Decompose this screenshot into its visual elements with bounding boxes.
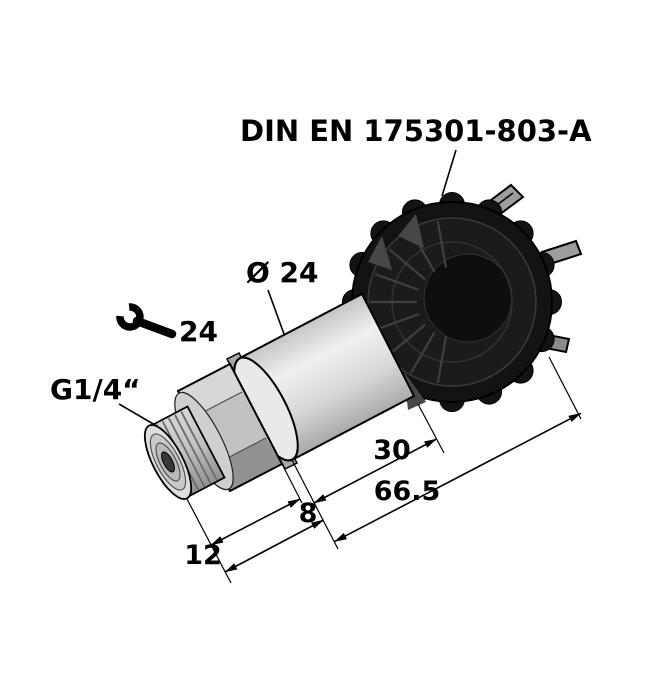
leader-line-thread [118,403,156,426]
witness-hex-back [281,463,303,504]
dim-label-30: 30 [373,435,411,466]
thread-face [143,424,193,500]
body-diameter-label: Ø 24 [246,256,319,289]
connector-head [342,183,583,412]
connector-back-cap [423,253,513,343]
dimension-line-66-5 [334,412,582,543]
spade-terminal-slot [496,192,514,206]
dimension-line-12 [224,519,324,573]
witness-thread-face [186,498,232,584]
thread-size-label: G1/4“ [50,373,141,406]
dimension-lines [210,412,582,573]
dimensions: 30 66.5 8 12 [184,356,582,584]
dim-label-66-5: 66.5 [374,476,441,507]
callouts: DIN EN 175301-803-A Ø 24 24 G1/4“ [50,114,592,426]
witness-head-front [417,403,445,454]
dim-label-8: 8 [299,498,318,529]
pressure-port-bore [161,451,175,473]
connector-standard-label: DIN EN 175301-803-A [240,114,592,148]
dim-label-12: 12 [184,540,222,571]
wrench-size-label: 24 [179,315,218,348]
thread-port [143,405,226,500]
witness-head-back [548,356,582,420]
leader-line-connector [441,149,457,197]
witness-body-front [291,459,339,550]
dimension-line-8 [210,498,301,546]
wrench-icon [116,303,177,339]
leader-line-diameter [267,289,285,335]
